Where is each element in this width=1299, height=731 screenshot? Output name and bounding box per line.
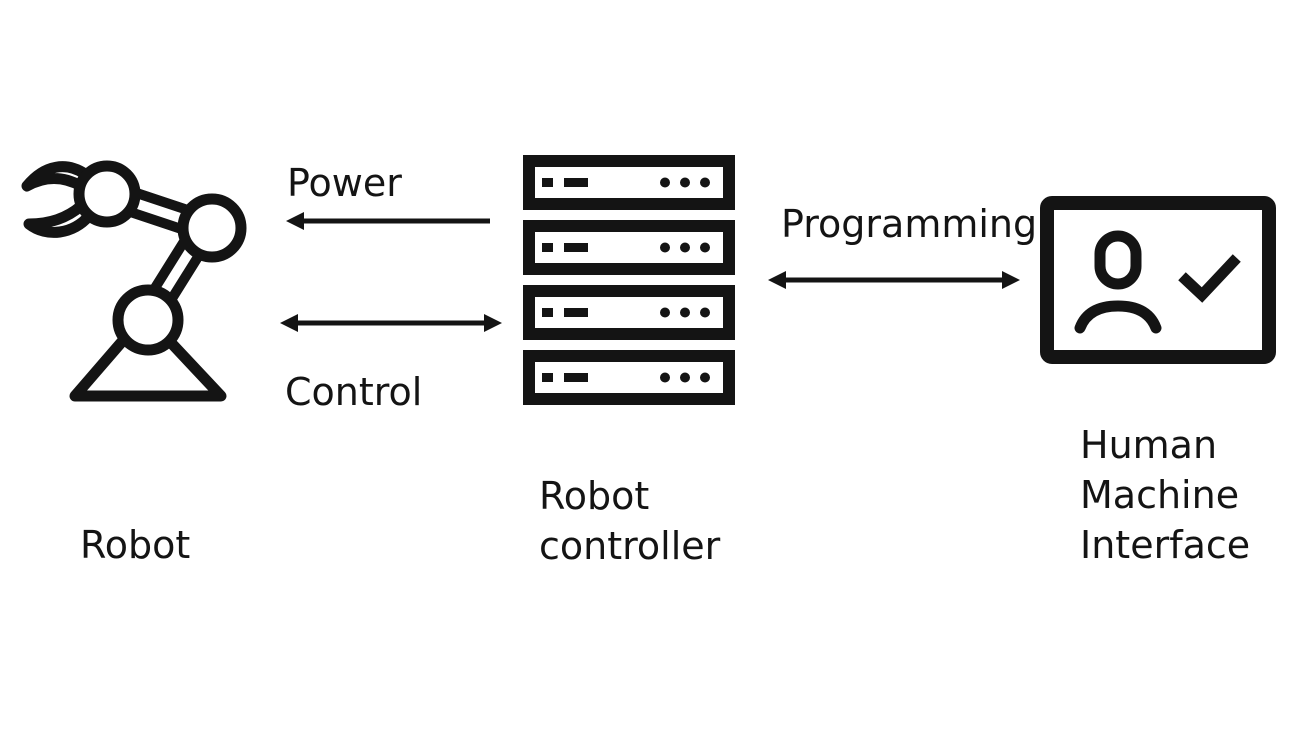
monitor-user-check-icon [1040,196,1276,364]
hmi-label: Human Machine Interface [1080,420,1250,570]
controller-label: Robot controller [539,471,720,571]
control-arrow [280,314,502,332]
robot-label: Robot [80,523,191,567]
controller-label-line-2: controller [539,524,721,568]
power-label: Power [287,161,402,205]
hmi-label-line-3: Interface [1080,523,1251,567]
programming-arrow [768,271,1020,289]
control-label: Control [285,370,423,414]
programming-label: Programming [781,202,1038,246]
controller-label-line-1: Robot [539,474,650,518]
hmi-label-line-1: Human [1080,423,1218,467]
power-arrow [286,212,490,230]
server-rack-icon [523,155,735,405]
hmi-label-line-2: Machine [1080,473,1240,517]
robot-arm-icon [21,160,247,402]
